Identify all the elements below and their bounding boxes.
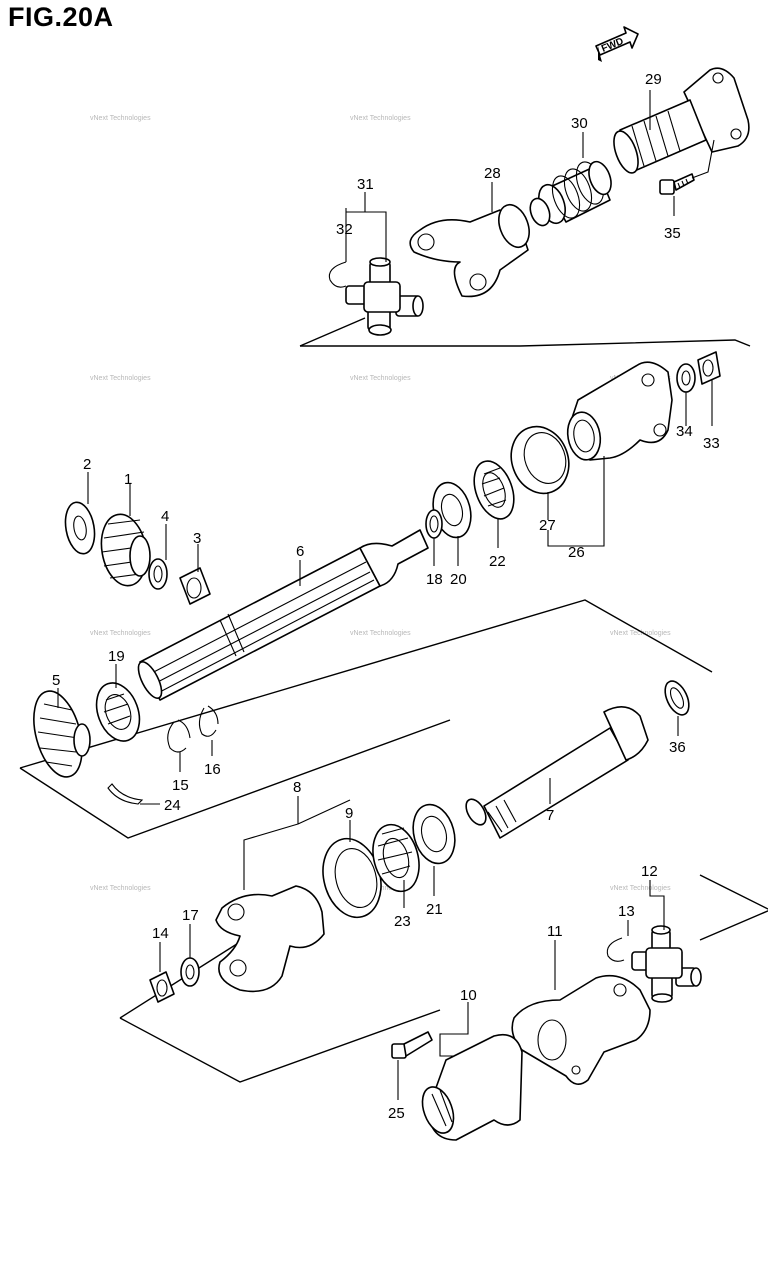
- part-18-ring: [425, 509, 443, 539]
- callout-5: 5: [52, 672, 60, 689]
- part-8-yoke: [215, 885, 325, 993]
- watermark: vNext Technologies: [350, 115, 411, 122]
- part-11-yoke-flange: [511, 974, 651, 1085]
- part-24-circlip: [107, 783, 144, 805]
- part-21-collar: [412, 803, 456, 865]
- part-5-gear: [33, 690, 91, 778]
- group-frames: [19, 317, 768, 1083]
- part-13-snap-ring: [606, 937, 625, 962]
- callout-6: 6: [296, 543, 304, 560]
- part-10-flange-shaft: [421, 1033, 523, 1141]
- callout-21: 21: [426, 901, 443, 918]
- callout-24: 24: [164, 797, 181, 814]
- watermark: vNext Technologies: [610, 630, 671, 637]
- watermark: vNext Technologies: [90, 375, 151, 382]
- callout-19: 19: [108, 648, 125, 665]
- part-34-washer: [676, 363, 696, 393]
- part-33-nut: [697, 351, 721, 385]
- part-22-bearing: [473, 460, 515, 520]
- part-7-shaft: [465, 706, 649, 839]
- callout-20: 20: [450, 571, 467, 588]
- callout-10: 10: [460, 987, 477, 1004]
- callout-9: 9: [345, 805, 353, 822]
- part-19-bearing: [95, 682, 141, 742]
- fwd-label: FWD: [600, 36, 625, 55]
- callout-17: 17: [182, 907, 199, 924]
- callout-11: 11: [547, 923, 563, 940]
- watermark: vNext Technologies: [90, 885, 151, 892]
- callout-32: 32: [336, 221, 353, 238]
- part-12-universal-joint-cross: [631, 925, 702, 1003]
- watermark: vNext Technologies: [610, 885, 671, 892]
- part-29-output-shaft: [613, 67, 750, 174]
- callout-34: 34: [676, 423, 693, 440]
- callout-36: 36: [669, 739, 686, 756]
- callout-29: 29: [645, 71, 662, 88]
- part-23-bearing: [372, 823, 420, 893]
- fwd-arrow-icon: FWD: [595, 26, 639, 62]
- leader-lines: [57, 90, 715, 1100]
- part-28-yoke: [409, 197, 551, 298]
- part-6-shaft: [137, 529, 429, 701]
- callout-2: 2: [83, 456, 91, 473]
- part-35-bolt: [659, 173, 695, 195]
- watermark: vNext Technologies: [90, 115, 151, 122]
- callout-7: 7: [546, 807, 554, 824]
- callout-27: 27: [539, 517, 556, 534]
- part-1-bevel-gear: [100, 513, 151, 587]
- callout-4: 4: [161, 508, 169, 525]
- callout-35: 35: [664, 225, 681, 242]
- callout-22: 22: [489, 553, 506, 570]
- watermark: vNext Technologies: [90, 630, 151, 637]
- callout-31: 31: [357, 176, 374, 193]
- part-15-circlip: [167, 719, 191, 753]
- callout-26: 26: [568, 544, 585, 561]
- callout-18: 18: [426, 571, 443, 588]
- part-27-seal: [510, 425, 570, 495]
- part-36-snap-ring: [664, 680, 690, 716]
- part-26-yoke: [566, 361, 673, 461]
- part-14-nut: [149, 971, 175, 1003]
- callout-13: 13: [618, 903, 635, 920]
- part-31-universal-joint-cross: [345, 257, 424, 336]
- callout-14: 14: [152, 925, 169, 942]
- watermark: vNext Technologies: [350, 375, 411, 382]
- callout-8: 8: [293, 779, 301, 796]
- part-16-circlip: [198, 705, 219, 737]
- figure-title: FIG.20A: [8, 2, 114, 32]
- part-32-snap-ring: [328, 261, 347, 288]
- callout-25: 25: [388, 1105, 405, 1122]
- callout-16: 16: [204, 761, 221, 778]
- callout-33: 33: [703, 435, 720, 452]
- watermark: vNext Technologies: [350, 630, 411, 637]
- part-25-bolt: [391, 1031, 433, 1059]
- part-3-nut: [179, 567, 211, 605]
- callout-1: 1: [124, 471, 132, 488]
- callout-15: 15: [172, 777, 189, 794]
- part-17-washer: [180, 957, 200, 987]
- part-4-washer: [148, 558, 168, 590]
- callout-labels: 1 2 3 4 5 6 7 8 9 10 11 12 13 14 15 16 1…: [52, 71, 720, 1122]
- callout-30: 30: [571, 115, 588, 132]
- part-2-washer: [64, 501, 96, 555]
- callout-23: 23: [394, 913, 411, 930]
- callout-3: 3: [193, 530, 201, 547]
- callout-28: 28: [484, 165, 501, 182]
- callout-12: 12: [641, 863, 658, 880]
